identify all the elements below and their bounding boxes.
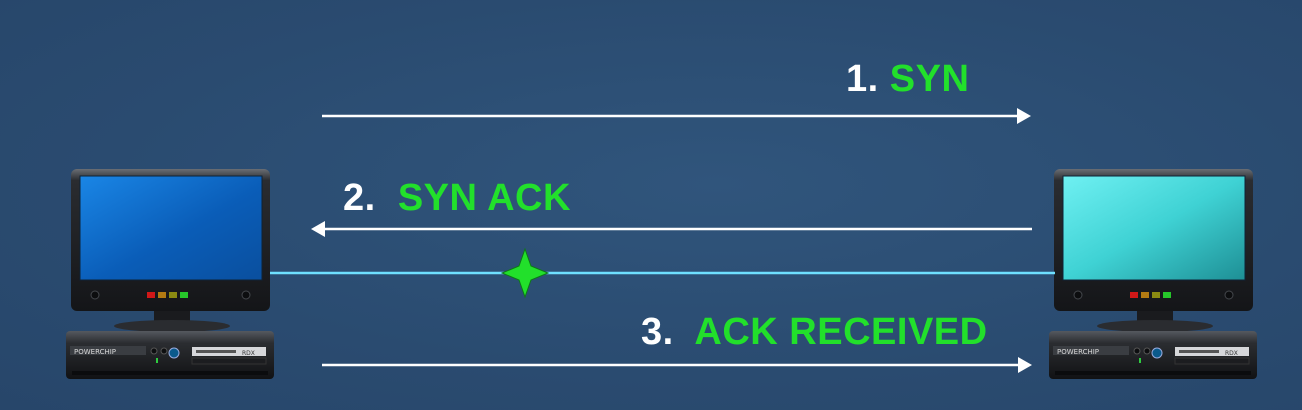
server-computer-icon: POWERCHIP RDX (1049, 169, 1257, 379)
step-1-number: 1. (846, 58, 879, 100)
step-1-label: 1. SYN (846, 60, 969, 98)
syn-ack-arrow (311, 221, 1032, 237)
step-2-number: 2. (343, 177, 376, 219)
syn-arrow (322, 108, 1031, 124)
ack-received-arrow (322, 357, 1032, 373)
client-tag-label: RDX (242, 350, 255, 357)
server-screen (1063, 176, 1245, 280)
client-screen (80, 176, 262, 280)
client-brand-label: POWERCHIP (74, 348, 116, 356)
step-3-text: ACK RECEIVED (694, 311, 988, 353)
server-brand-label: POWERCHIP (1057, 348, 1099, 356)
step-3-label: 3. ACK RECEIVED (641, 313, 988, 351)
step-1-text: SYN (889, 58, 970, 100)
client-computer-icon: POWERCHIP RDX (66, 169, 274, 379)
step-2-label: 2. SYN ACK (343, 179, 571, 217)
server-tag-label: RDX (1225, 350, 1238, 357)
step-3-number: 3. (641, 311, 674, 353)
step-2-text: SYN ACK (397, 177, 571, 219)
connection-break-star-icon (500, 247, 550, 299)
